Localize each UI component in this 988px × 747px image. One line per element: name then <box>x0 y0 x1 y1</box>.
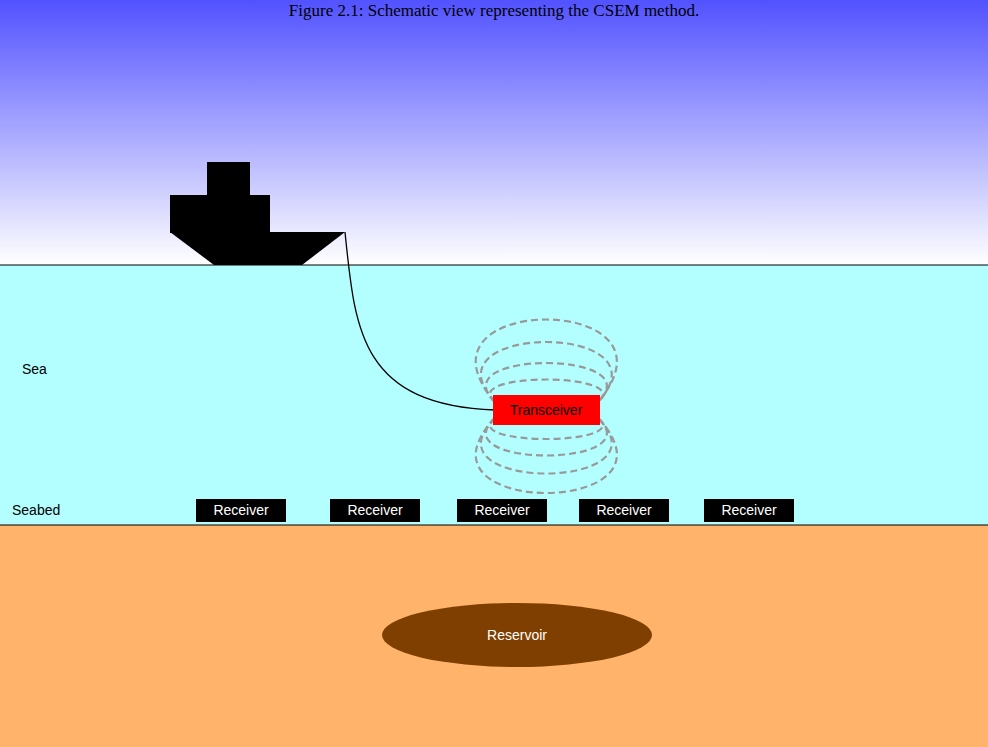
node-text: Receiver <box>213 502 268 518</box>
receiver-box: Receiver <box>196 499 286 522</box>
node-text: Receiver <box>474 502 529 518</box>
receiver-box: Receiver <box>704 499 794 522</box>
receiver-box: Receiver <box>579 499 669 522</box>
region-label: Seabed <box>12 502 60 518</box>
sea <box>0 265 988 525</box>
receiver-box: Receiver <box>457 499 547 522</box>
seabed-line <box>0 525 988 526</box>
transceiver-box: Transceiver <box>493 395 600 425</box>
receiver-box: Receiver <box>330 499 420 522</box>
node-text: Transceiver <box>510 402 583 418</box>
region-label: Sea <box>22 361 47 377</box>
ship <box>170 162 345 265</box>
tow-cable <box>345 232 495 410</box>
node-text: Receiver <box>596 502 651 518</box>
field-lines <box>476 320 617 494</box>
sea-surface-line <box>0 265 988 266</box>
node-text: Receiver <box>721 502 776 518</box>
sky <box>0 0 988 265</box>
figure-title: Figure 2.1: Schematic view representing … <box>0 1 988 21</box>
seabed-ground <box>0 525 988 747</box>
reservoir-ellipse: Reservoir <box>382 603 652 667</box>
node-text: Reservoir <box>487 627 547 643</box>
node-text: Receiver <box>347 502 402 518</box>
